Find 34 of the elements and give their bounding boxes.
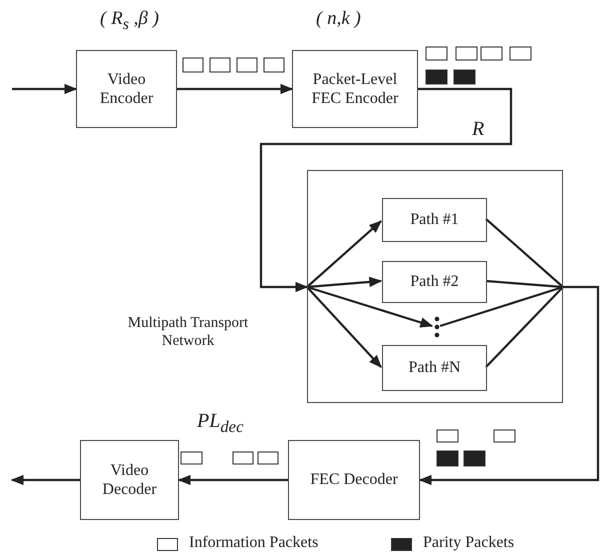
- arrow: [177, 84, 294, 94]
- block-label: Path #2: [409, 272, 460, 292]
- parameter-label: ( R$_{s}$ ,β ): [100, 8, 159, 34]
- process-box: [80, 440, 179, 520]
- block-label: Video Decoder: [101, 460, 158, 500]
- arrow: [306, 286, 382, 368]
- arrow: [178, 474, 288, 486]
- network-label: Multipath Transport Network: [126, 314, 250, 350]
- path-box: [382, 261, 487, 303]
- arrow: [10, 474, 80, 486]
- connector-line: [486, 280, 564, 288]
- path-box: [382, 198, 487, 242]
- arrow: [12, 84, 78, 94]
- arrow: [418, 286, 600, 486]
- arrow: [306, 276, 382, 288]
- block-label: Path #N: [408, 358, 462, 378]
- connector-line: [485, 218, 564, 288]
- path-box: [382, 345, 487, 391]
- process-box: [288, 440, 420, 520]
- parameter-label: ( n,k ): [316, 8, 361, 30]
- legend-label: Parity Packets: [423, 534, 514, 552]
- block-label: FEC Decoder: [309, 470, 399, 490]
- arrow: [306, 286, 434, 328]
- ellipsis-icon: [433, 316, 441, 338]
- process-box: [76, 50, 177, 128]
- block-label: Video Encoder: [98, 70, 154, 108]
- block-label: Packet-Level FEC Encoder: [310, 70, 400, 108]
- process-box: [292, 50, 418, 128]
- legend-label: Information Packets: [189, 534, 318, 552]
- connector-line: [485, 286, 564, 368]
- arrow: [306, 220, 382, 288]
- arrow: [260, 88, 512, 292]
- connector-line: [440, 286, 564, 328]
- block-label: Path #1: [409, 210, 460, 230]
